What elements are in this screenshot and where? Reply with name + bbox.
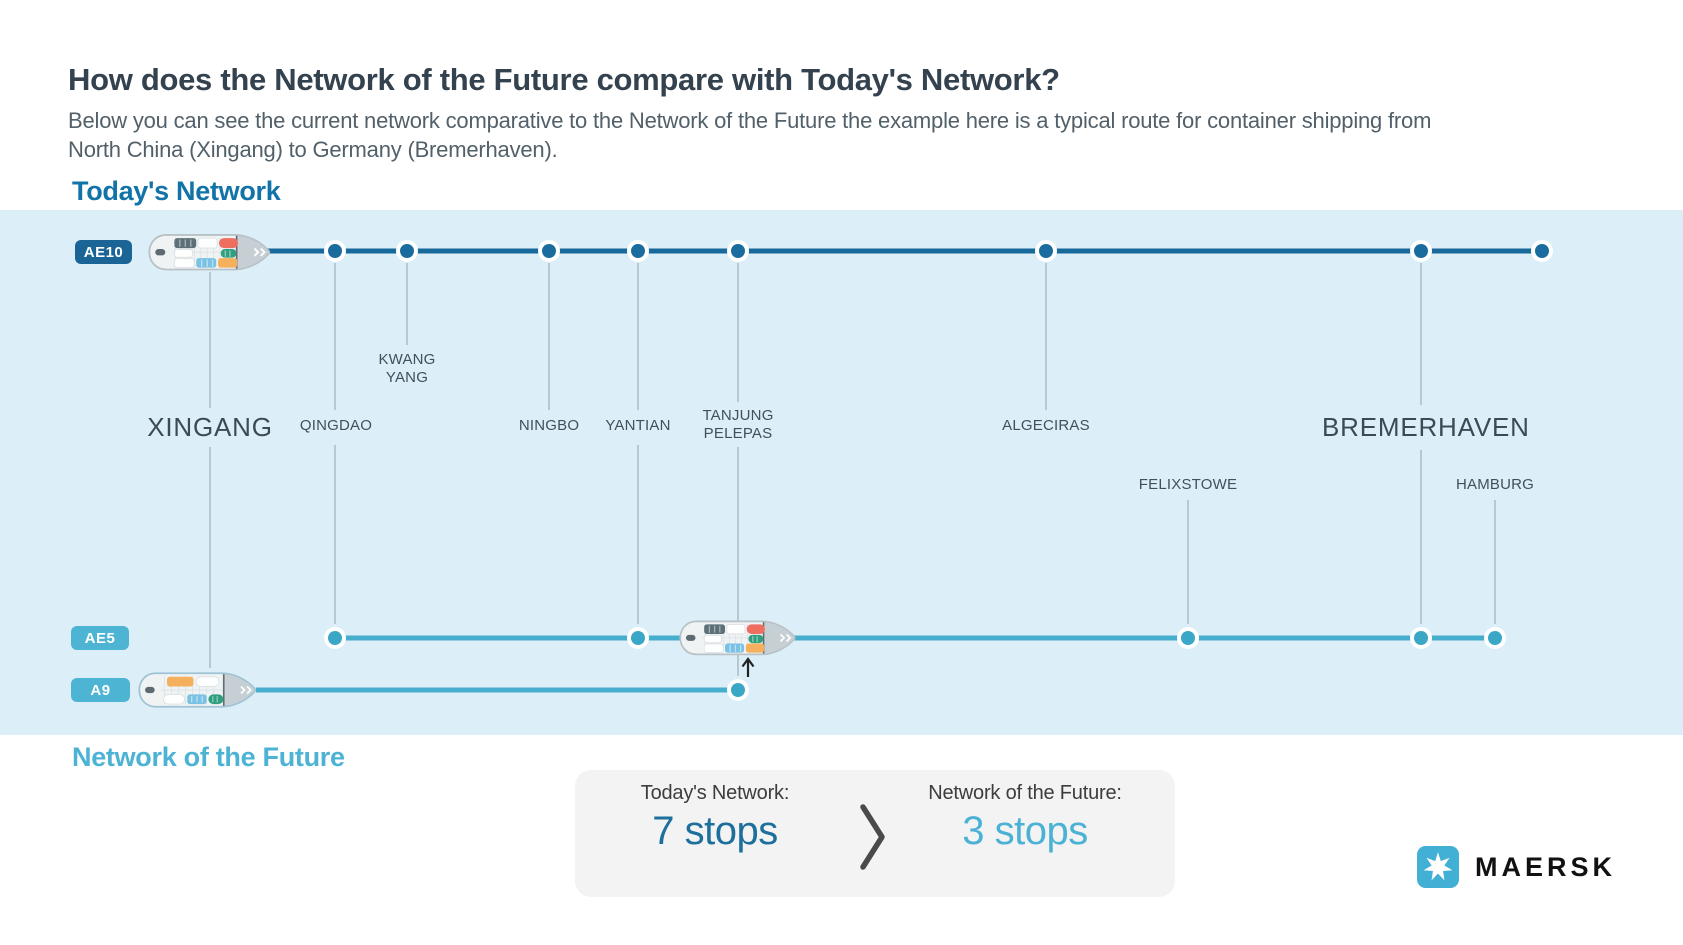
port-label-ningbo: NINGBO	[518, 417, 580, 434]
comparison-future-value: 3 stops	[962, 809, 1088, 853]
port-connector-lines	[209, 263, 1496, 676]
port-label-yantian: YANTIAN	[605, 417, 671, 434]
maersk-star-icon	[1417, 846, 1459, 888]
comparison-today-label: Today's Network:	[640, 782, 790, 804]
network-of-future-heading: Network of the Future	[72, 742, 345, 772]
todays-network-heading: Today's Network	[72, 176, 281, 206]
page-title: How does the Network of the Future compa…	[68, 62, 1060, 97]
comparison-future-label: Network of the Future:	[928, 782, 1122, 804]
port-label-hamburg: HAMBURG	[1455, 476, 1535, 493]
port-label-qingdao: QINGDAO	[299, 417, 373, 434]
page-subtitle-line2: North China (Xingang) to Germany (Bremer…	[68, 137, 558, 162]
port-label-bremerhaven: BREMERHAVEN	[1322, 412, 1530, 442]
port-label-kwang-yang: KWANG YANG	[378, 351, 436, 386]
route-badge-ae10: AE10	[75, 240, 132, 264]
route-badge-ae5: AE5	[71, 626, 129, 650]
a9-container-ship-icon	[138, 672, 257, 708]
ae10-container-ship-icon	[148, 234, 271, 271]
route-ae5-stop-dots	[324, 627, 1506, 649]
port-label-xingang: XINGANG	[147, 412, 273, 442]
stops-comparison-card: Today's Network: 7 stops Network of the …	[575, 770, 1175, 897]
network-band	[0, 210, 1683, 735]
maersk-logo: MAERSK	[1417, 846, 1616, 888]
greater-than-chevron-icon	[860, 804, 885, 870]
transfer-up-arrow-icon	[741, 657, 755, 677]
page-subtitle-line1: Below you can see the current network co…	[68, 108, 1432, 133]
port-label-felixstowe: FELIXSTOWE	[1138, 476, 1238, 493]
comparison-today-value: 7 stops	[652, 809, 778, 853]
route-a9-stop-dot	[727, 679, 749, 701]
maersk-wordmark: MAERSK	[1475, 851, 1617, 882]
ae5-container-ship-icon	[679, 620, 796, 656]
port-label-algeciras: ALGECIRAS	[1002, 417, 1090, 434]
route-badge-a9: A9	[71, 678, 130, 702]
comparison-today-column: Today's Network: 7 stops	[595, 782, 835, 854]
comparison-future-column: Network of the Future: 3 stops	[895, 782, 1155, 854]
port-label-tanjung-pelepas: TANJUNG PELEPAS	[702, 407, 774, 442]
route-ae10-stop-dots	[324, 240, 1553, 262]
